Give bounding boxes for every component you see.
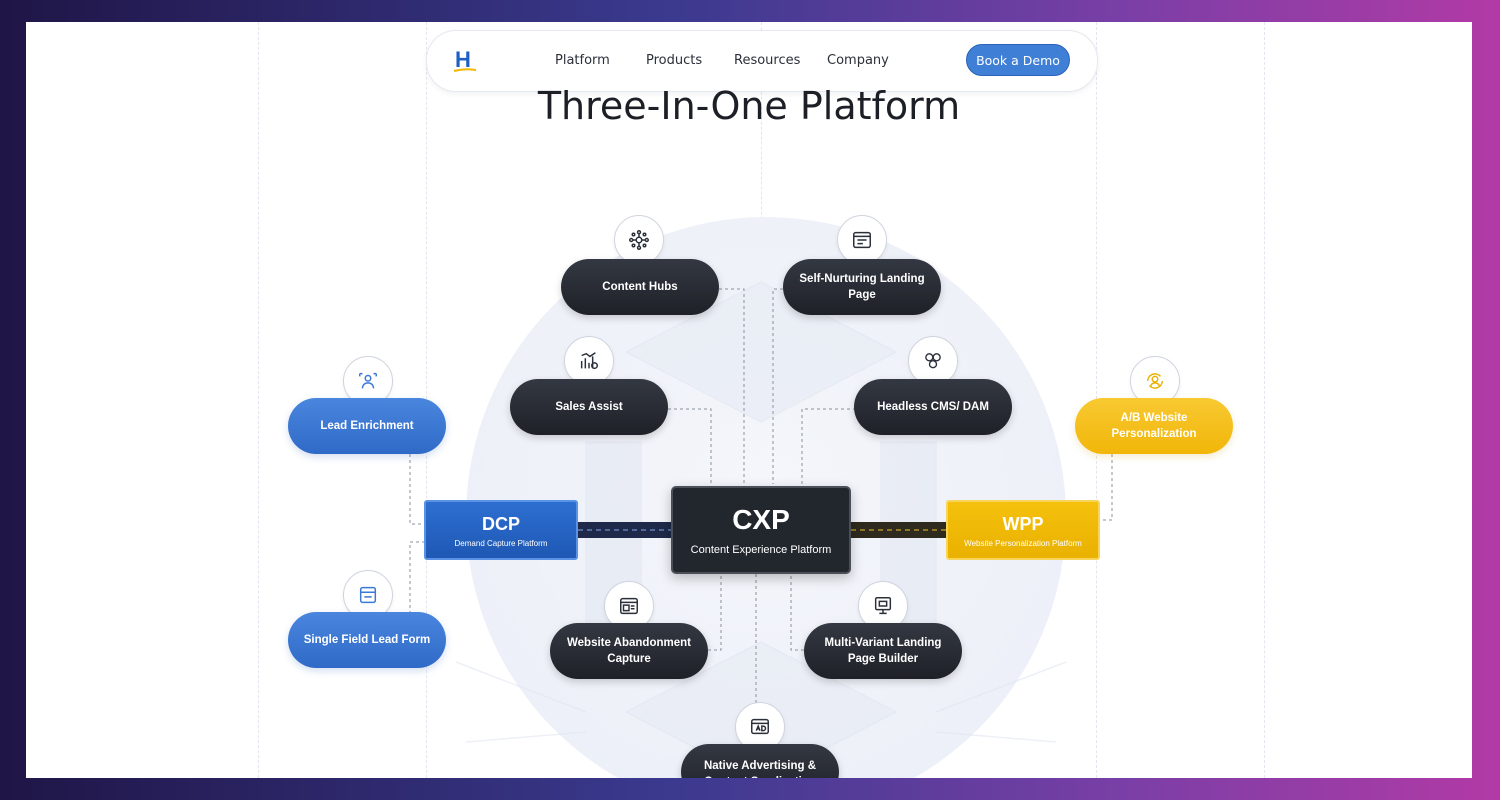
- cms-hexagons-icon: [908, 336, 958, 386]
- form-window-icon: [343, 570, 393, 620]
- book-demo-button[interactable]: Book a Demo: [966, 44, 1070, 76]
- self-nurturing-landing-page-node[interactable]: Self-Nurturing Landing Page: [783, 259, 941, 315]
- hub-network-icon: [614, 215, 664, 265]
- cxp-platform-box[interactable]: CXP Content Experience Platform: [671, 486, 851, 574]
- lead-enrichment-node[interactable]: Lead Enrichment: [288, 398, 446, 454]
- nav-resources[interactable]: Resources: [734, 53, 801, 68]
- nav-company[interactable]: Company: [827, 53, 889, 68]
- dcp-subtitle: Demand Capture Platform: [454, 539, 548, 548]
- sales-assist-node[interactable]: Sales Assist: [510, 379, 668, 435]
- multi-variant-landing-page-builder-node[interactable]: Multi-Variant Landing Page Builder: [804, 623, 962, 679]
- grid-line: [1264, 22, 1265, 778]
- nav-products[interactable]: Products: [646, 53, 703, 68]
- single-field-lead-form-node[interactable]: Single Field Lead Form: [288, 612, 446, 668]
- wpp-subtitle: Website Personalization Platform: [964, 539, 1082, 548]
- dcp-title: DCP: [481, 514, 520, 534]
- svg-text:H: H: [455, 47, 471, 72]
- page-viewport: H Platform Products Resources Company Bo…: [26, 22, 1472, 778]
- brand-logo[interactable]: H: [453, 45, 477, 75]
- wpp-platform-box[interactable]: WPP Website Personalization Platform: [946, 500, 1100, 560]
- ab-website-personalization-node[interactable]: A/B Website Personalization: [1075, 398, 1233, 454]
- monitor-builder-icon: [858, 581, 908, 631]
- browser-window-icon: [837, 215, 887, 265]
- wpp-title: WPP: [1002, 514, 1044, 534]
- cxp-subtitle: Content Experience Platform: [690, 544, 832, 556]
- cxp-title: CXP: [732, 504, 790, 535]
- native-advertising-node[interactable]: Native Advertising & Content Syndication: [681, 744, 839, 778]
- nav-platform[interactable]: Platform: [555, 53, 610, 68]
- page-title: Three-In-One Platform: [537, 84, 961, 128]
- top-navigation: H Platform Products Resources Company Bo…: [426, 30, 1098, 92]
- website-abandonment-capture-node[interactable]: Website Abandonment Capture: [550, 623, 708, 679]
- grid-line: [258, 22, 259, 778]
- background-illustration: [409, 281, 1113, 778]
- content-hubs-node[interactable]: Content Hubs: [561, 259, 719, 315]
- dcp-platform-box[interactable]: DCP Demand Capture Platform: [424, 500, 578, 560]
- web-page-icon: [604, 581, 654, 631]
- headless-cms-dam-node[interactable]: Headless CMS/ DAM: [854, 379, 1012, 435]
- ad-window-icon: [735, 702, 785, 752]
- user-target-icon: [343, 356, 393, 406]
